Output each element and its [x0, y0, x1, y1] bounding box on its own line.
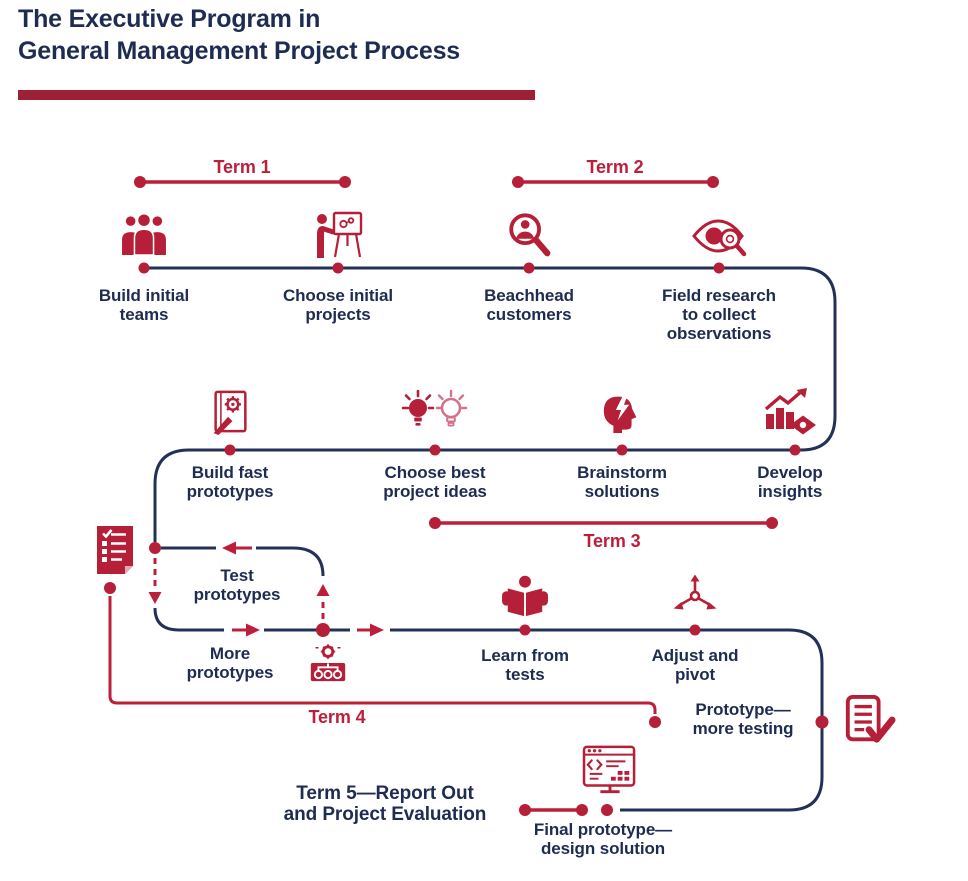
eye-magnifier-icon — [692, 219, 747, 257]
title-underline-bar — [18, 90, 535, 100]
reader-icon — [502, 575, 548, 617]
presenter-icon — [317, 211, 363, 258]
blueprint-gear-icon — [213, 390, 247, 435]
term-1-label: Term 1 — [213, 157, 271, 177]
term-4-label: Term 4 — [308, 707, 366, 727]
term-3-label: Term 3 — [583, 531, 641, 551]
team-icon — [122, 214, 166, 256]
step-label-test-prototypes: Test prototypes — [193, 566, 281, 605]
term-5-label: Term 5—Report Out and Project Evaluation — [283, 783, 487, 826]
term-2-label: Term 2 — [586, 157, 644, 177]
step-label-develop-insights: Develop insights — [757, 463, 823, 502]
step-label-field-research: Field research to collect observations — [662, 286, 776, 344]
chart-insight-icon — [764, 388, 816, 435]
step-label-adjust-and-pivot: Adjust and pivot — [651, 646, 739, 685]
head-bolt-icon — [603, 393, 637, 433]
magnifier-person-icon — [509, 213, 551, 257]
step-label-choose-initial-projects: Choose initial projects — [282, 286, 394, 325]
step-label-learn-from-tests: Learn from tests — [481, 646, 569, 685]
step-label-beachhead-customers: Beachhead customers — [484, 286, 574, 325]
step-label-prototype-more-testing: Prototype— more testing — [692, 700, 794, 739]
browser-code-icon — [582, 745, 636, 794]
step-label-choose-best-project-ideas: Choose best project ideas — [383, 463, 487, 502]
page-title: The Executive Program in General Managem… — [18, 5, 460, 65]
step-label-brainstorm-solutions: Brainstorm solutions — [577, 463, 667, 502]
doc-check-icon — [845, 695, 896, 743]
checklist-doc-icon — [97, 526, 133, 574]
pivot-arrows-icon — [673, 574, 717, 610]
step-label-final-prototype: Final prototype— design solution — [533, 820, 673, 859]
lightbulbs-icon — [401, 389, 468, 427]
machine-icon — [310, 644, 346, 682]
step-label-build-initial-teams: Build initial teams — [98, 286, 190, 325]
step-label-build-fast-prototypes: Build fast prototypes — [186, 463, 274, 502]
step-label-more-prototypes: More prototypes — [186, 644, 274, 683]
